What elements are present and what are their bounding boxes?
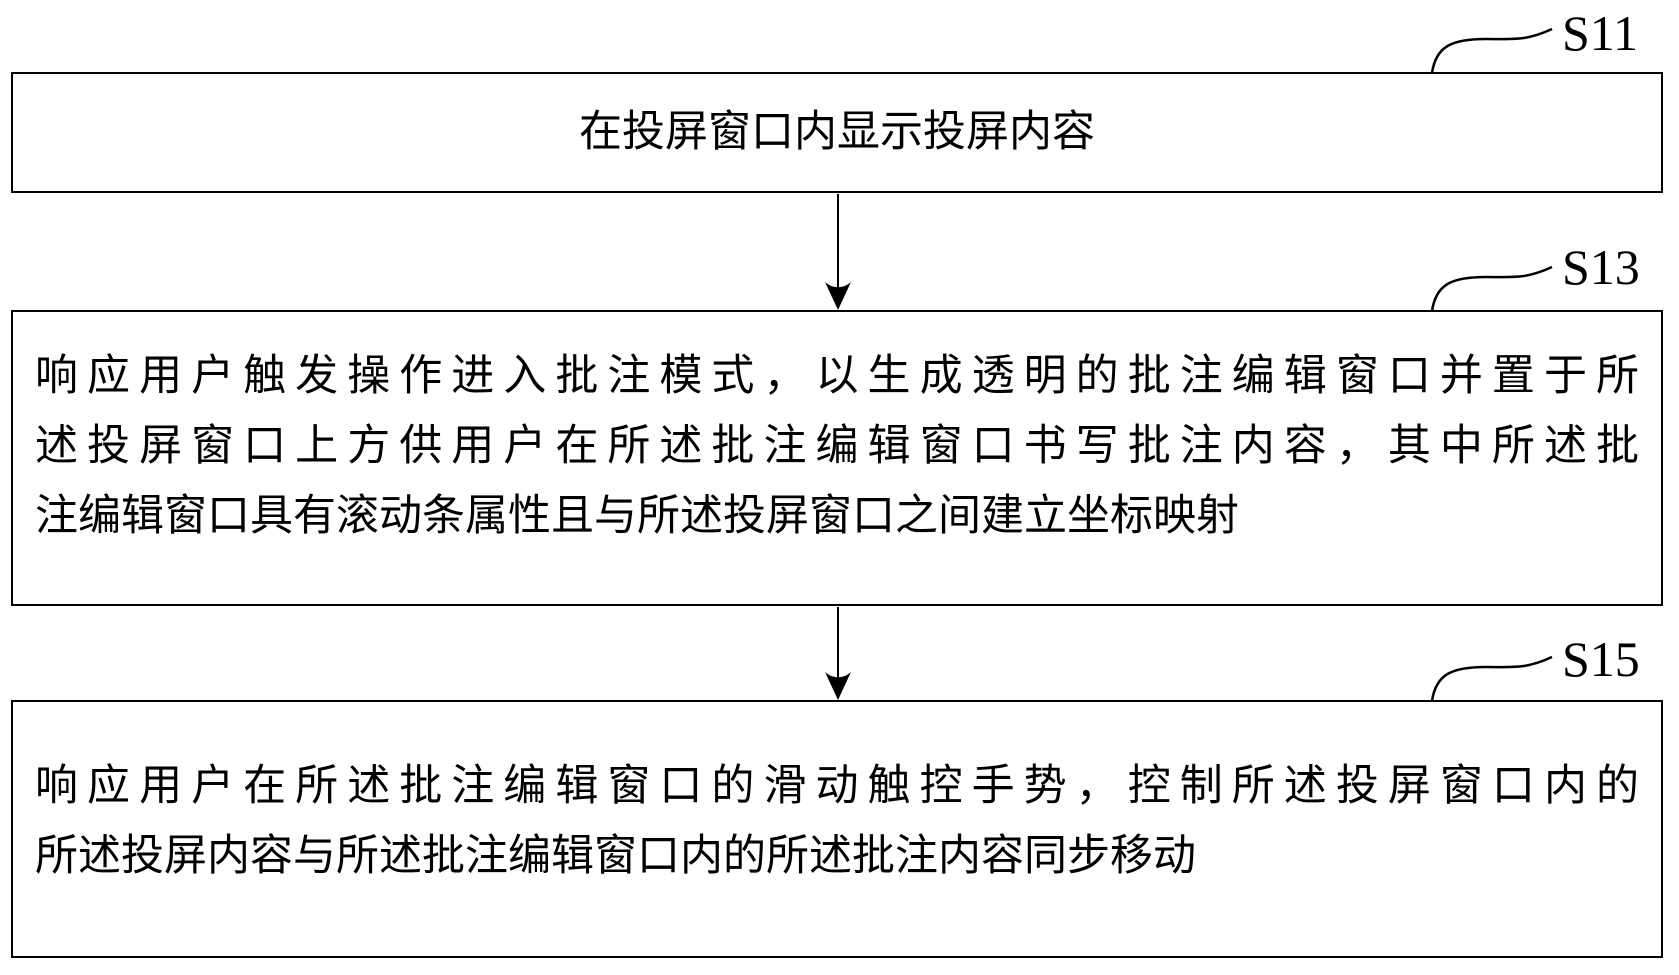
arrow-s11-to-s13 — [825, 194, 851, 310]
step-label-s15: S15 — [1562, 631, 1640, 687]
step-s15-text-line-1: 响应用户在所述批注编辑窗口的滑动触控手势，控制所述投屏窗口内的 — [35, 763, 1639, 810]
step-s13-text-line-3: 注编辑窗口具有滚动条属性且与所述投屏窗口之间建立坐标映射 — [35, 493, 1239, 540]
step-label-s11: S11 — [1562, 5, 1638, 61]
arrow-s13-to-s15 — [825, 607, 851, 700]
step-box-s15: 响应用户在所述批注编辑窗口的滑动触控手势，控制所述投屏窗口内的 所述投屏内容与所… — [11, 700, 1663, 958]
step-label-s13: S13 — [1562, 239, 1640, 295]
leader-curve-s11 — [1430, 27, 1553, 74]
step-s15-text-line-2: 所述投屏内容与所述批注编辑窗口内的所述批注内容同步移动 — [35, 833, 1196, 880]
step-s11-text: 在投屏窗口内显示投屏内容 — [579, 108, 1095, 156]
leader-curve-s13 — [1430, 265, 1553, 312]
step-s13-text-line-1: 响应用户触发操作进入批注模式，以生成透明的批注编辑窗口并置于所 — [35, 353, 1639, 400]
step-box-s13: 响应用户触发操作进入批注模式，以生成透明的批注编辑窗口并置于所 述投屏窗口上方供… — [11, 310, 1663, 606]
leader-curve-s15 — [1430, 655, 1553, 702]
step-s13-text-line-2: 述投屏窗口上方供用户在所述批注编辑窗口书写批注内容，其中所述批 — [35, 423, 1639, 470]
step-box-s11: 在投屏窗口内显示投屏内容 — [11, 72, 1663, 193]
